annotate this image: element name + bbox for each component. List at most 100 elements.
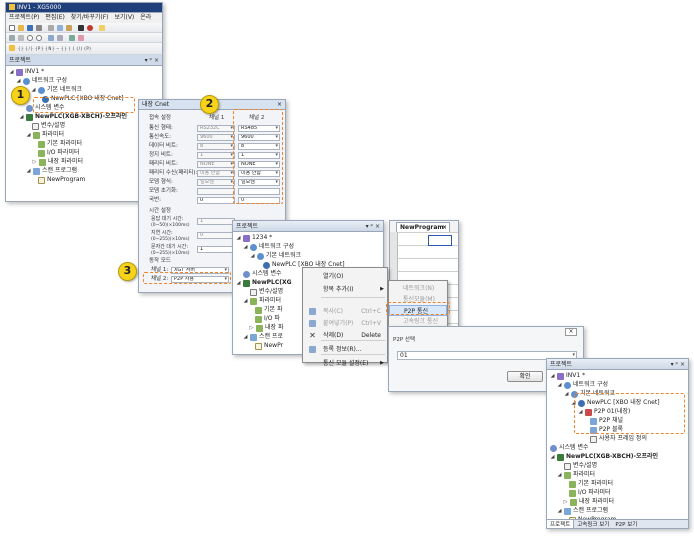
menu-find[interactable]: 찾기/바꾸기(F) <box>70 14 109 21</box>
channel2-field[interactable] <box>238 188 280 195</box>
tree-new-program[interactable]: NewPr <box>255 342 283 350</box>
p2p-number-select[interactable]: 01 <box>397 351 577 360</box>
tree-root[interactable]: ◢INV1 * <box>9 68 45 76</box>
submenu-highspeed-link[interactable]: 고속링크 통신 <box>403 318 439 325</box>
coil-icon[interactable] <box>27 35 33 41</box>
tree-network-config[interactable]: ◢네트워크 구성 <box>16 77 68 85</box>
menu-paste[interactable]: 붙여넣기(P)Ctrl+V <box>303 318 387 329</box>
channel2-field[interactable]: 널모뎀 <box>238 179 280 186</box>
time-input[interactable]: 1 <box>197 218 235 225</box>
collapse-icon[interactable]: ◢ <box>236 234 241 241</box>
comment-icon[interactable] <box>99 25 105 31</box>
tab-p2p-view[interactable]: P2P 보기 <box>615 522 638 528</box>
collapse-icon[interactable]: ◢ <box>571 399 576 406</box>
menu-properties[interactable]: 등록 정보(R)... <box>303 344 387 355</box>
channel1-field[interactable]: RS232C <box>197 125 235 132</box>
menu-add-item[interactable]: 항목 추가(I)▶ <box>323 286 384 293</box>
expand-icon[interactable]: ▷ <box>32 158 37 165</box>
monitor-icon[interactable] <box>78 25 84 31</box>
collapse-icon[interactable]: ◢ <box>557 381 562 388</box>
tree-scan-program[interactable]: ◢스캔 프로그램 <box>26 167 78 175</box>
menu-project[interactable]: 프로젝트(P) <box>9 14 40 21</box>
tree-basic-network[interactable]: ◢기본 네트워크 <box>250 252 302 260</box>
tree-builtin-param[interactable]: ▷내장 파라미터 <box>563 498 615 506</box>
tree-parameters[interactable]: ◢파라미터 <box>557 471 596 479</box>
p2p-ok-button[interactable]: 확인 <box>507 371 543 382</box>
tree-network-config[interactable]: ◢네트워크 구성 <box>557 381 609 389</box>
collapse-icon[interactable]: ◢ <box>236 279 241 286</box>
collapse-icon[interactable]: ◢ <box>550 453 555 460</box>
ladder-icon[interactable] <box>9 35 15 41</box>
close-icon[interactable]: × <box>276 101 282 108</box>
zoom-icon[interactable] <box>69 35 75 41</box>
collapse-icon[interactable]: ◢ <box>243 333 248 340</box>
channel1-field[interactable]: NONE <box>197 161 235 168</box>
collapse-icon[interactable]: ◢ <box>578 408 583 415</box>
tree-p2p-channel[interactable]: P2P 채널 <box>590 417 623 425</box>
tree-parameters[interactable]: ◢파라미터 <box>26 131 65 139</box>
collapse-icon[interactable]: ◢ <box>243 297 248 304</box>
expand-icon[interactable]: ▷ <box>563 498 568 505</box>
menu-comm-module[interactable]: 통신 모듈 설정(E)▶ <box>323 360 384 367</box>
channel2-field[interactable]: NONE <box>238 161 280 168</box>
tree-new-program[interactable]: NewProgram <box>38 176 85 184</box>
tree-p2p01[interactable]: ◢P2P 01(내장) <box>578 408 631 416</box>
p2p-dialog-close-icon[interactable]: × <box>565 328 577 336</box>
channel2-field[interactable]: RS485 <box>238 125 280 132</box>
tree-system-var[interactable]: 시스템 변수 <box>243 270 282 278</box>
tree-network-config[interactable]: ◢네트워크 구성 <box>243 243 295 251</box>
collapse-icon[interactable]: ◢ <box>31 86 36 93</box>
tree-scan-program[interactable]: ◢스캔 프로그램 <box>557 507 609 515</box>
tree-io-param[interactable]: I/O 파라미터 <box>38 149 80 157</box>
collapse-icon[interactable]: ◢ <box>26 167 31 174</box>
submenu-comm-module[interactable]: 통신모듈(M) <box>403 296 435 303</box>
menu-online[interactable]: 온라 <box>140 14 152 21</box>
block-icon[interactable] <box>57 35 63 41</box>
cut-icon[interactable] <box>48 25 54 31</box>
contact-icon[interactable] <box>18 35 24 41</box>
pane-controls[interactable]: ▾ ᵖ × <box>365 223 380 230</box>
ch1-mode-select[interactable]: XGT 서버 <box>171 267 229 274</box>
paste-icon[interactable] <box>66 25 72 31</box>
collapse-icon[interactable]: ◢ <box>550 372 555 379</box>
pane-controls[interactable]: ▾ ᵖ × <box>670 361 685 368</box>
stop-icon[interactable] <box>87 25 93 31</box>
tree-var-comment[interactable]: 변수/설명 <box>250 288 283 296</box>
tree-var-comment[interactable]: 변수/설명 <box>32 122 65 130</box>
channel2-field[interactable]: 1 <box>238 152 280 159</box>
collapse-icon[interactable]: ◢ <box>243 243 248 250</box>
channel1-field[interactable]: 8 <box>197 143 235 150</box>
channel1-field[interactable]: 미용 안함 <box>197 170 235 177</box>
menu-delete[interactable]: ✕삭제(D)Delete <box>309 331 381 340</box>
tree-parameters[interactable]: ◢파라미터 <box>243 297 282 305</box>
tab-highspeed-link[interactable]: 고속링크 보기 <box>577 522 610 528</box>
channel2-field[interactable]: 9600 <box>238 134 280 141</box>
tree-basic-param[interactable]: 기본 파라미터 <box>569 480 613 488</box>
coil-neg-icon[interactable] <box>36 35 42 41</box>
tab-project[interactable]: 프로젝트 <box>547 520 575 528</box>
collapse-icon[interactable]: ◢ <box>564 390 569 397</box>
collapse-icon[interactable]: ◢ <box>19 113 24 120</box>
tree-var-comment[interactable]: 변수/설명 <box>564 462 597 470</box>
tree-builtin-param[interactable]: ▷내장 파라미터 <box>32 158 84 166</box>
tree-io-param[interactable]: I/O 파 <box>255 315 280 323</box>
channel1-field[interactable] <box>197 188 235 195</box>
save-icon[interactable] <box>27 25 33 31</box>
tree-cnet-node[interactable]: ◢NewPLC [XBO 내장 Cnet] <box>571 399 660 407</box>
new-program-tab[interactable]: NewProgram × <box>396 222 450 232</box>
menu-edit[interactable]: 편집(E) <box>45 14 65 21</box>
tree-plc[interactable]: ◢NewPLC(XGB-XBCH)-오프라인 <box>19 113 128 121</box>
copy-icon[interactable] <box>57 25 63 31</box>
tree-root[interactable]: ◢1234 * <box>236 234 273 242</box>
tree-plc[interactable]: ◢NewPLC(XGB-XBCH)-오프라인 <box>550 453 659 461</box>
tree-user-frame[interactable]: 사용자 프레임 정의 <box>590 435 647 443</box>
tree-scan-program[interactable]: ◢스캔 프로 <box>243 333 283 341</box>
channel1-field[interactable]: 9600 <box>197 134 235 141</box>
func-icon[interactable] <box>48 35 54 41</box>
new-file-icon[interactable] <box>9 25 15 31</box>
channel1-field[interactable]: 1 <box>197 152 235 159</box>
collapse-icon[interactable]: ◢ <box>557 471 562 478</box>
tree-plc[interactable]: ◢NewPLC(XG <box>236 279 292 287</box>
tree-cnet-node[interactable]: NewPLC [XBO 내장 Cnet] <box>42 95 124 103</box>
tree-basic-network[interactable]: ◢기본 네트워크 <box>31 86 83 94</box>
